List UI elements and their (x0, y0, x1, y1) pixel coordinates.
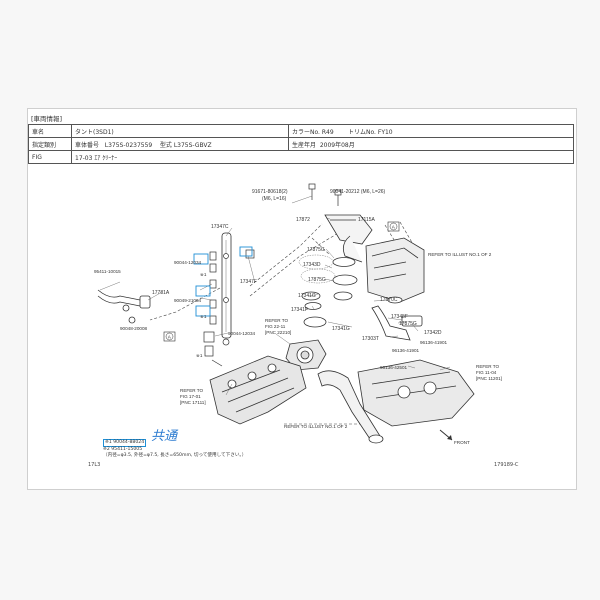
label-17347c: 17347C (211, 224, 229, 230)
label-refer-fig11-1: REFER TO (476, 364, 499, 369)
throttle-body (285, 339, 327, 371)
label-star-c: ※1 (196, 353, 203, 358)
label-17345f: 17345F (391, 314, 408, 320)
label-refer-fig22-3: [PNC 22210] (265, 330, 291, 335)
label-front: FRONT (454, 440, 470, 445)
bolts-top (308, 183, 342, 206)
label-refer-illust-bottom: REFER TO ILLUST NO.1 OF 2 (284, 424, 348, 429)
label-refer-fig11-3: [PNC 11201] (476, 376, 502, 381)
label-refer-fig22-2: FIG 22-11 (265, 324, 286, 329)
front-arrow-icon (439, 429, 453, 441)
label-17875g-c: 17875G (399, 321, 417, 327)
model-label: 型式 (159, 141, 172, 149)
callout-a-top: A (392, 224, 396, 229)
footer-left: 17L3 (88, 462, 101, 468)
fig-value: 17-03 ｴｱ ｸﾘｰﾅｰ (71, 150, 574, 164)
label-95411: 95411-10015 (94, 269, 121, 274)
hose-fittings (203, 249, 255, 367)
label-refer-fig17-2: FIG 17-01 (180, 394, 201, 399)
model-value: L375S-GBVZ (173, 141, 212, 149)
intake-manifold (209, 355, 307, 425)
air-cleaner-case (342, 235, 425, 303)
note-line3: （内径=φ3.5, 外径=φ7.5, 長さ=650mm, 切って使用して下さい。… (103, 453, 247, 458)
label-star-b: ※1 (200, 314, 207, 319)
label-17341f: 17341F (291, 307, 308, 313)
cylinder-head-cover (357, 359, 475, 427)
label-96136-b: 96136-41901 (392, 348, 420, 353)
callout-a-markers: A A (163, 221, 400, 342)
vehicle-info-title: [車両情報] (31, 115, 63, 123)
resonator-hose (371, 305, 423, 341)
footer-right: 179189-C (494, 462, 519, 468)
parts-notes: ※1 90044-88024 ※2 95411-15005 （内径=φ3.5, … (103, 439, 246, 459)
vin-value: L375S-0237559 (104, 141, 153, 149)
label-90049: 90049-21004 (174, 298, 202, 303)
prod-value: 2009年08月 (319, 141, 355, 149)
handwritten-note: 共通 (151, 429, 178, 444)
label-refer-fig17-1: REFER TO (180, 388, 203, 393)
parts-sheet (27, 108, 577, 490)
label-91671-spec: (M6, L=16) (262, 196, 287, 202)
vin-label: 車体番号 (75, 141, 100, 149)
label-refer-illust-top: REFER TO ILLUST NO.1 OF 2 (428, 252, 492, 257)
highlight-boxes (193, 246, 253, 317)
intake-duct-lower (317, 370, 384, 444)
label-17343d: 17343D (303, 262, 321, 268)
part-labels: 91671-80618(2) (M6, L=16) 90041-20212 (M… (94, 189, 502, 445)
label-90048: 90048-20008 (120, 326, 148, 331)
label-17341g-b: 17341G (332, 326, 350, 332)
label-17342d: 17342D (424, 330, 442, 336)
label-17875g-a: 17875G (307, 247, 325, 253)
note-line1: ※1 90044-88024 (103, 439, 147, 447)
prod-label: 生産年月 (292, 141, 317, 149)
leader-lines (99, 195, 451, 396)
info-row-name: 車名 タント(3SD1) カラーNo. R49 トリムNo. FY10 (28, 124, 574, 138)
label-17347f: 17347F (240, 279, 257, 285)
intake-duct-17872 (324, 214, 373, 245)
label-17872: 17872 (296, 217, 310, 223)
label-17115a: 17115A (358, 217, 376, 223)
label-17670c: 17670C (380, 297, 398, 303)
dashed-circles (298, 254, 336, 284)
note-line2: ※2 95411-15005 (103, 447, 143, 452)
label-96136-c: 96136-42501 (380, 365, 408, 370)
label-refer-fig17-3: [PNC 17111] (180, 400, 206, 405)
label-17875g-b: 17875G (308, 277, 326, 283)
label-90041: 90041-20212 (M6, L=26) (330, 189, 386, 195)
info-row-fig: FIG 17-03 ｴｱ ｸﾘｰﾅｰ (28, 150, 574, 164)
label-90044-b: 90044-12034 (228, 331, 256, 336)
label-17341g-a: 17341G (298, 293, 316, 299)
label-refer-fig11-2: FIG 11-04 (476, 370, 497, 375)
vehicle-info-table: 車名 タント(3SD1) カラーNo. R49 トリムNo. FY10 指定類別… (28, 124, 574, 164)
small-hose-left (97, 289, 151, 324)
label-star-a: ※1 (200, 272, 207, 277)
label-96136-a: 96136-41901 (420, 340, 448, 345)
label-17781a: 17781A (152, 290, 170, 296)
label-91671: 91671-80618(2) (252, 189, 288, 195)
label-refer-fig22-1: REFER TO (265, 318, 288, 323)
label-90044-a: 90044-12034 (174, 260, 202, 265)
hose-17347c (221, 232, 232, 346)
label-17303t: 17303T (362, 336, 379, 342)
callout-a-left: A (168, 334, 172, 339)
